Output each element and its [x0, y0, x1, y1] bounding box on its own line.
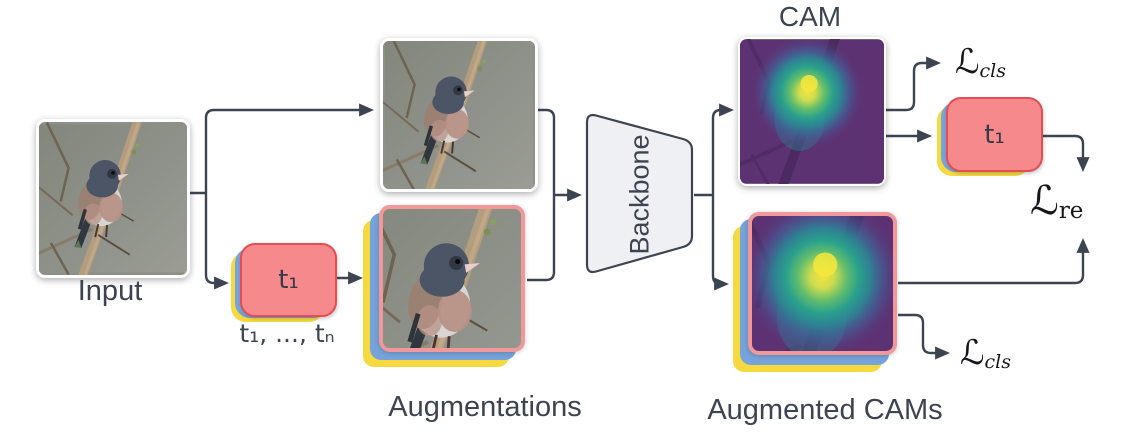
input-image [36, 119, 190, 278]
arrow-augmented-cams-to-loss-cls-bottom [898, 313, 950, 360]
arrow-augmentations-to-junction [527, 195, 556, 282]
cam-title: CAM [778, 1, 842, 32]
arrow-cam-to-loss-cls-top [882, 56, 941, 112]
loss-cls-top: ℒcls [955, 42, 1006, 82]
cam-image [738, 37, 886, 186]
loss-cls-bottom-sub: cls [984, 351, 1011, 374]
backbone-block [585, 113, 694, 274]
augmentations-caption: Augmentations [388, 391, 582, 423]
arrow-input-to-transform [204, 193, 229, 290]
arrow-top-image-to-junction [533, 108, 556, 195]
transform-right-label: t₁ [984, 119, 1005, 150]
augmented-cams-caption: Augmented CAMs [707, 394, 943, 426]
arrow-backbone-to-cam [711, 103, 734, 195]
loss-re: ℒre [1030, 178, 1083, 224]
arrow-input-to-top-image [204, 103, 374, 193]
identity-image [380, 38, 538, 192]
arrow-backbone-to-augmented-cams [711, 195, 729, 291]
augmented-cam-image [748, 212, 897, 355]
loss-cls-bottom-symbol: ℒ [960, 333, 985, 373]
loss-cls-top-symbol: ℒ [955, 42, 980, 82]
loss-re-symbol: ℒ [1030, 178, 1059, 224]
loss-cls-top-sub: cls [979, 60, 1006, 83]
transform-label: t₁ [278, 265, 299, 295]
transform-stack-caption: t₁, ..., tₙ [239, 319, 335, 348]
input-caption: Input [77, 275, 143, 307]
arrow-transform-right-to-loss-re [1041, 134, 1090, 172]
augmented-image [379, 205, 525, 352]
transform-right-card: t₁ [946, 97, 1043, 172]
loss-re-sub: re [1058, 198, 1084, 225]
loss-cls-bottom: ℒcls [960, 333, 1011, 373]
transform-card: t₁ [240, 243, 337, 317]
arrow-augmented-cams-to-loss-re [898, 238, 1090, 285]
